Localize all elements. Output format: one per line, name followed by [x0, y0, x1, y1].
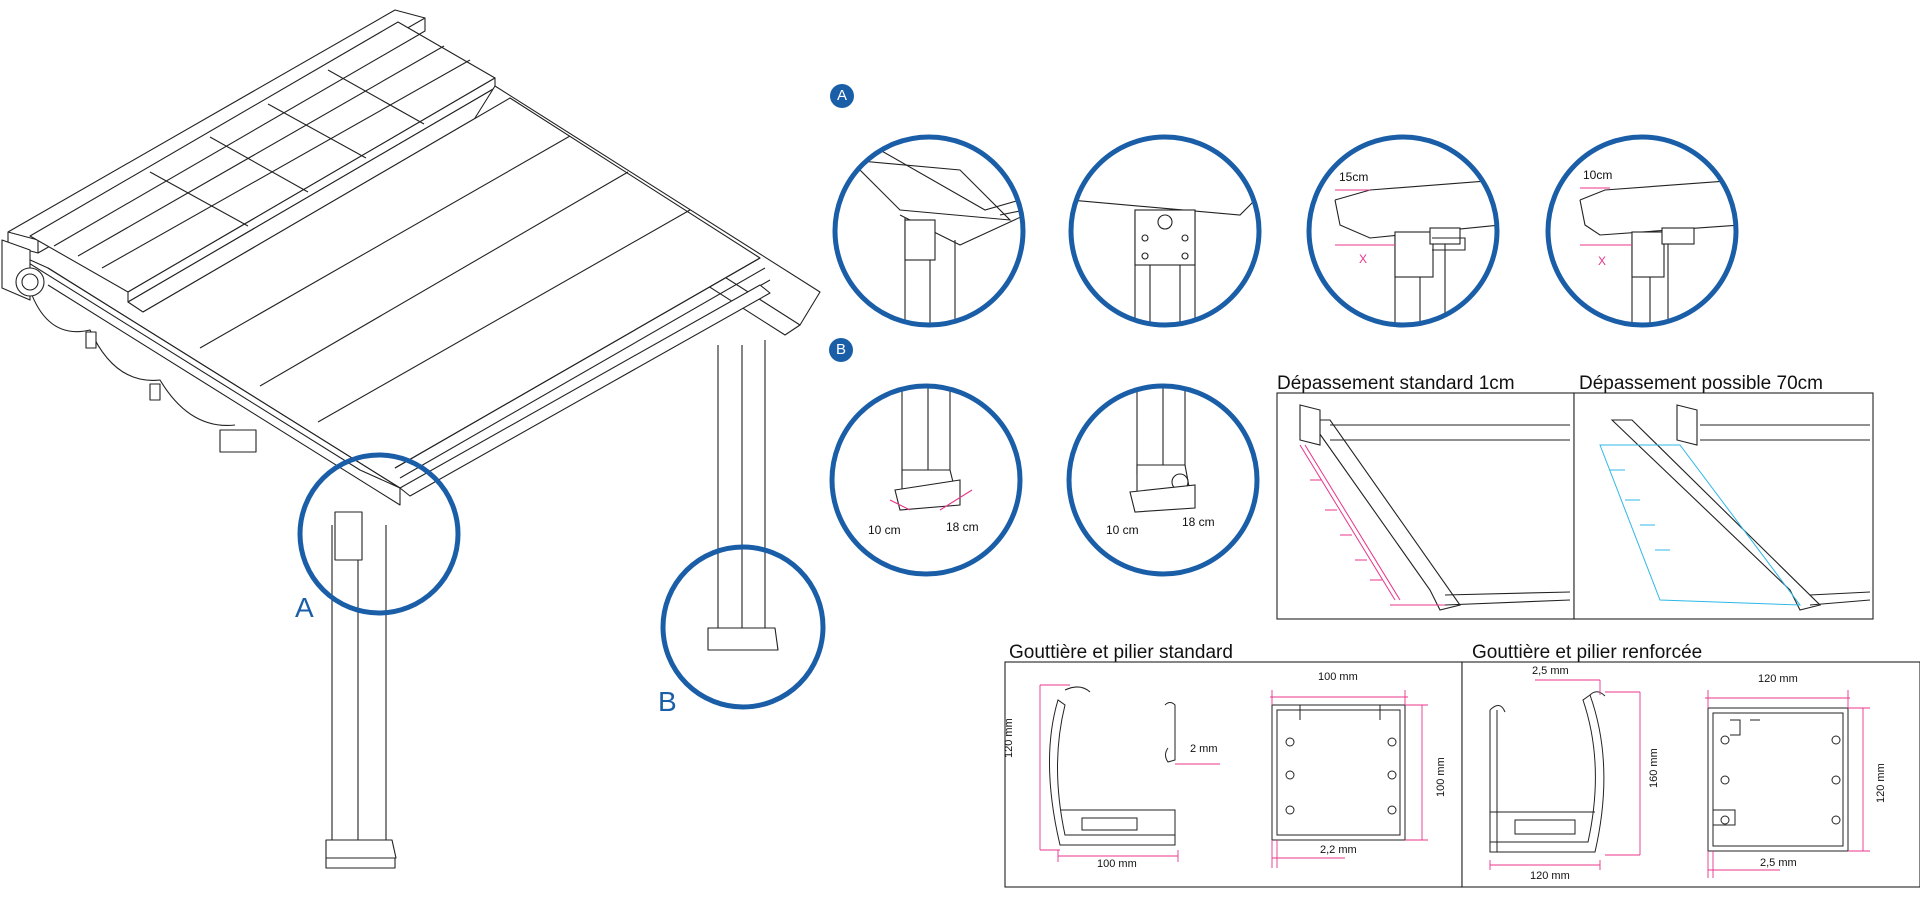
detail-a4-offset-label: 10cm [1583, 168, 1613, 182]
detail-b1-depth-label: 18 cm [946, 520, 979, 534]
detail-a-1 [832, 134, 1026, 328]
std-pillar-width-label: 100 mm [1318, 671, 1358, 683]
detail-a-4 [1545, 134, 1739, 328]
detail-b2-width-label: 10 cm [1106, 523, 1139, 537]
gutter-reinforced-title: Gouttière et pilier renforcée [1472, 642, 1703, 663]
rf-pillar-wall-label: 2,5 mm [1760, 857, 1797, 869]
detail-b-2 [1066, 383, 1260, 577]
detail-a4-x-mark: X [1598, 254, 1607, 268]
overhang-standard-title: Dépassement standard 1cm [1277, 373, 1515, 394]
section-b-badge: B [829, 338, 853, 362]
gutter-reinforced-panel [1461, 661, 1920, 888]
detail-a-2 [1068, 134, 1262, 328]
pergola-drawing [1, 9, 821, 869]
section-a-badge: A [830, 84, 854, 108]
std-gutter-height-label: 120 mm [1003, 718, 1015, 758]
gutter-standard-title: Gouttière et pilier standard [1009, 642, 1233, 663]
std-gutter-wall-label: 2 mm [1190, 743, 1218, 755]
gutter-standard-panel [1004, 661, 1463, 888]
callout-label-b: B [658, 686, 677, 717]
rf-gutter-wall-label: 2,5 mm [1532, 665, 1569, 677]
detail-a3-x-mark: X [1359, 252, 1368, 266]
std-gutter-width-label: 100 mm [1097, 858, 1137, 870]
detail-a-3 [1306, 134, 1500, 328]
std-pillar-wall-label: 2,2 mm [1320, 844, 1357, 856]
detail-b-1 [829, 383, 1023, 577]
overhang-standard-panel [1276, 392, 1575, 620]
detail-marker-b [660, 544, 826, 710]
detail-a3-offset-label: 15cm [1339, 170, 1369, 184]
detail-b2-depth-label: 18 cm [1182, 515, 1215, 529]
overhang-possible-title: Dépassement possible 70cm [1579, 373, 1823, 394]
rf-gutter-height-label: 160 mm [1648, 748, 1660, 788]
overhang-possible-panel [1573, 392, 1874, 620]
rf-pillar-height-label: 120 mm [1875, 763, 1887, 803]
std-pillar-height-label: 100 mm [1435, 757, 1447, 797]
detail-b1-width-label: 10 cm [868, 523, 901, 537]
callout-label-a: A [295, 592, 314, 623]
rf-pillar-width-label: 120 mm [1758, 673, 1798, 685]
rf-gutter-width-label: 120 mm [1530, 870, 1570, 882]
detail-marker-a [297, 452, 461, 616]
